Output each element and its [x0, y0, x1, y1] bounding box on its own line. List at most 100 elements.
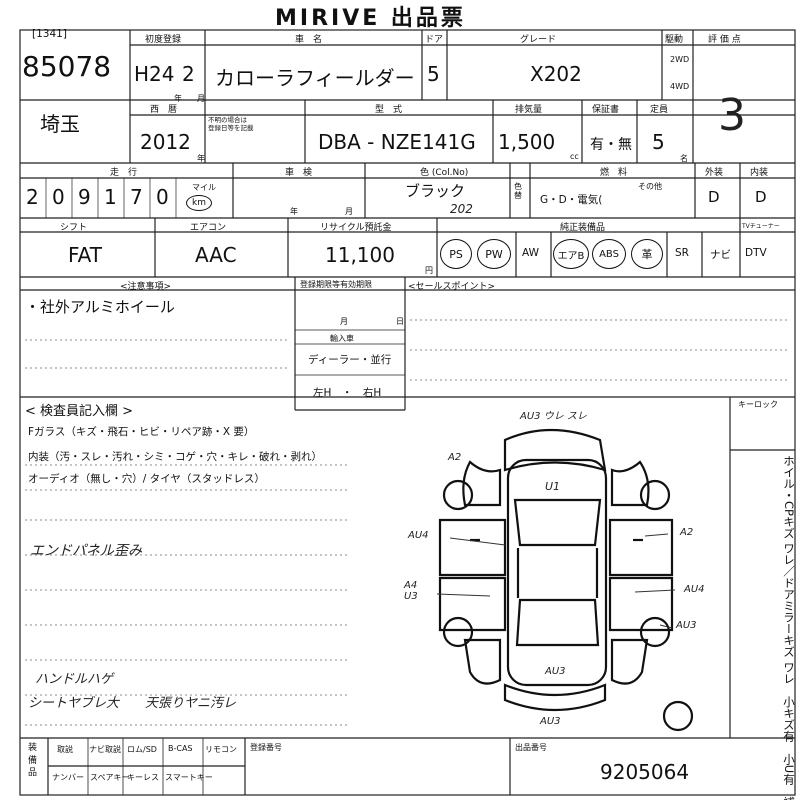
mileage-digit: 2: [26, 185, 39, 209]
header-warranty: 保証書: [592, 105, 620, 115]
footer-row-label: 装 備 品: [28, 743, 38, 779]
header-car-name: 車 名: [295, 35, 323, 45]
footer-col: B-CAS: [168, 744, 193, 753]
equipment-pw: PW: [477, 239, 511, 269]
footer-col2: ナンバー: [52, 773, 84, 782]
mileage-digit: 9: [78, 185, 91, 209]
header-displacement: 排気量: [515, 105, 543, 115]
inspector-note-endpanel: エンドパネル歪み: [30, 543, 142, 559]
diagram-mark: AU3: [545, 666, 566, 677]
reg-no-label: 登録番号: [250, 743, 282, 752]
diagram-mark: A2: [448, 452, 462, 463]
import-label: 輸入車: [330, 334, 354, 343]
header-evaluation: 評 価 点: [708, 35, 741, 45]
header-sales-points: <セールスポイント>: [408, 282, 496, 292]
warranty-value: 有・無: [590, 137, 632, 153]
inspector-interior: 内装（汚・スレ・汚れ・シミ・コゲ・穴・キレ・破れ・剥れ）: [28, 451, 322, 463]
color-name: ブラック: [405, 182, 466, 200]
header-aircon: エアコン: [190, 223, 227, 233]
header-inspection: 車 検: [285, 168, 313, 178]
header-chassis-lock: キーロック: [738, 400, 778, 409]
aircon-value: AAC: [195, 243, 237, 267]
fuel-options: G・D・電気(: [540, 194, 603, 206]
interior-grade: D: [755, 188, 767, 206]
exterior-grade: D: [708, 188, 720, 206]
deadline-day: 日: [396, 317, 404, 326]
equipment-navi: ナビ: [710, 249, 731, 261]
equipment-label: PS: [449, 247, 463, 261]
equipment-label: PW: [485, 247, 503, 261]
car-name: カローラフィールダー: [215, 66, 415, 90]
dealer-label: ディーラー・並行: [308, 354, 392, 366]
lot-bracket: [1341]: [32, 28, 67, 40]
mileage-digit: 0: [52, 185, 65, 209]
form-title: MIRIVE 出品票: [275, 6, 466, 31]
header-first-reg: 初度登録: [145, 35, 182, 45]
header-grade: グレード: [520, 35, 557, 45]
capacity-unit: 名: [680, 154, 688, 163]
inspector-heading: < 検査員記入欄 >: [25, 404, 134, 419]
model-type: DBA - NZE141G: [318, 130, 476, 154]
exhibit-no-label: 出品番号: [515, 743, 547, 752]
equipment-aw: AW: [522, 247, 539, 259]
footer-col2: スペアキー: [90, 773, 130, 782]
drive-4wd: 4WD: [670, 82, 690, 91]
inspection-month: 月: [345, 207, 353, 216]
header-shift: シフト: [60, 223, 88, 233]
door-count: 5: [427, 62, 440, 86]
diagram-mark: AU3: [676, 620, 697, 631]
yen-unit: 円: [425, 266, 433, 275]
header-door: ドア: [425, 35, 444, 45]
header-equipment: 純正装備品: [560, 223, 606, 233]
footer-col: ナビ取説: [89, 745, 121, 754]
header-exterior: 外装: [705, 168, 724, 178]
footer-col: リモコン: [205, 745, 237, 754]
inspector-note-handle: ハンドルハゲ: [35, 672, 114, 687]
grade: X202: [530, 62, 582, 86]
fuel-other: その他: [638, 182, 662, 191]
diagram-mark: AU4: [684, 584, 705, 595]
equipment-sr: SR: [675, 247, 689, 259]
inspector-glass: Fガラス（キズ・飛石・ヒビ・リペア跡・X 要）: [28, 426, 255, 438]
note-line-1: ・社外アルミホイール: [25, 298, 175, 316]
diagram-mark: A4 U3: [404, 580, 418, 602]
footer-col2: スマートキー: [165, 773, 213, 782]
deadline-month: 月: [340, 317, 348, 326]
mileage-digit: 1: [104, 185, 117, 209]
inspection-year: 年: [290, 207, 298, 216]
diagram-mark: AU3 ウレ スレ: [520, 411, 587, 422]
mileage-mile-label: マイル: [192, 183, 216, 192]
inspector-audio: オーディオ（無し・穴）/ タイヤ（スタッドレス）: [28, 473, 265, 485]
drive-2wd: 2WD: [670, 55, 690, 64]
reg-deadline-label: 登録期限等有効期限: [300, 280, 372, 289]
lot-number: 85078: [22, 50, 112, 83]
footer-col2: キーレス: [127, 773, 159, 782]
prefecture: 埼玉: [40, 112, 80, 136]
header-recycle: リサイクル預託金: [320, 223, 392, 233]
footer-col: 取説: [57, 745, 73, 754]
equipment-airbag: エアB: [553, 239, 589, 269]
header-notes: <注意事項>: [120, 282, 172, 292]
type-note: 不明の場合は 登録日等を記載: [208, 116, 254, 132]
car-diagram: [438, 428, 694, 732]
mileage-km-circle: km: [186, 195, 212, 211]
side-note: ホイル・CPキズ ワレ／ドアミラーキズ ワレ 小キズ有 小U有 補修有: [782, 455, 796, 800]
inspector-note-seat: シートヤブレ大 天張りヤニ汚レ: [28, 696, 237, 711]
color-change-label: 色替: [514, 182, 522, 200]
displacement: 1,500: [498, 130, 556, 154]
western-year: 2012: [140, 130, 191, 154]
month-unit: 月: [197, 94, 205, 103]
diagram-mark: A2: [680, 527, 694, 538]
header-year: 西 暦: [150, 105, 178, 115]
header-fuel: 燃 料: [600, 168, 628, 178]
exhibit-number: 9205064: [600, 760, 690, 784]
capacity-value: 5: [652, 130, 665, 154]
equipment-dtv: DTV: [745, 247, 767, 259]
diagram-mark: AU4: [408, 530, 429, 541]
equipment-label: エアB: [557, 250, 585, 262]
header-interior: 内装: [750, 168, 769, 178]
equipment-label: ABS: [599, 248, 619, 260]
mileage-digit: 0: [156, 185, 169, 209]
mileage-digit: 7: [130, 185, 143, 209]
header-capacity: 定員: [650, 105, 669, 115]
